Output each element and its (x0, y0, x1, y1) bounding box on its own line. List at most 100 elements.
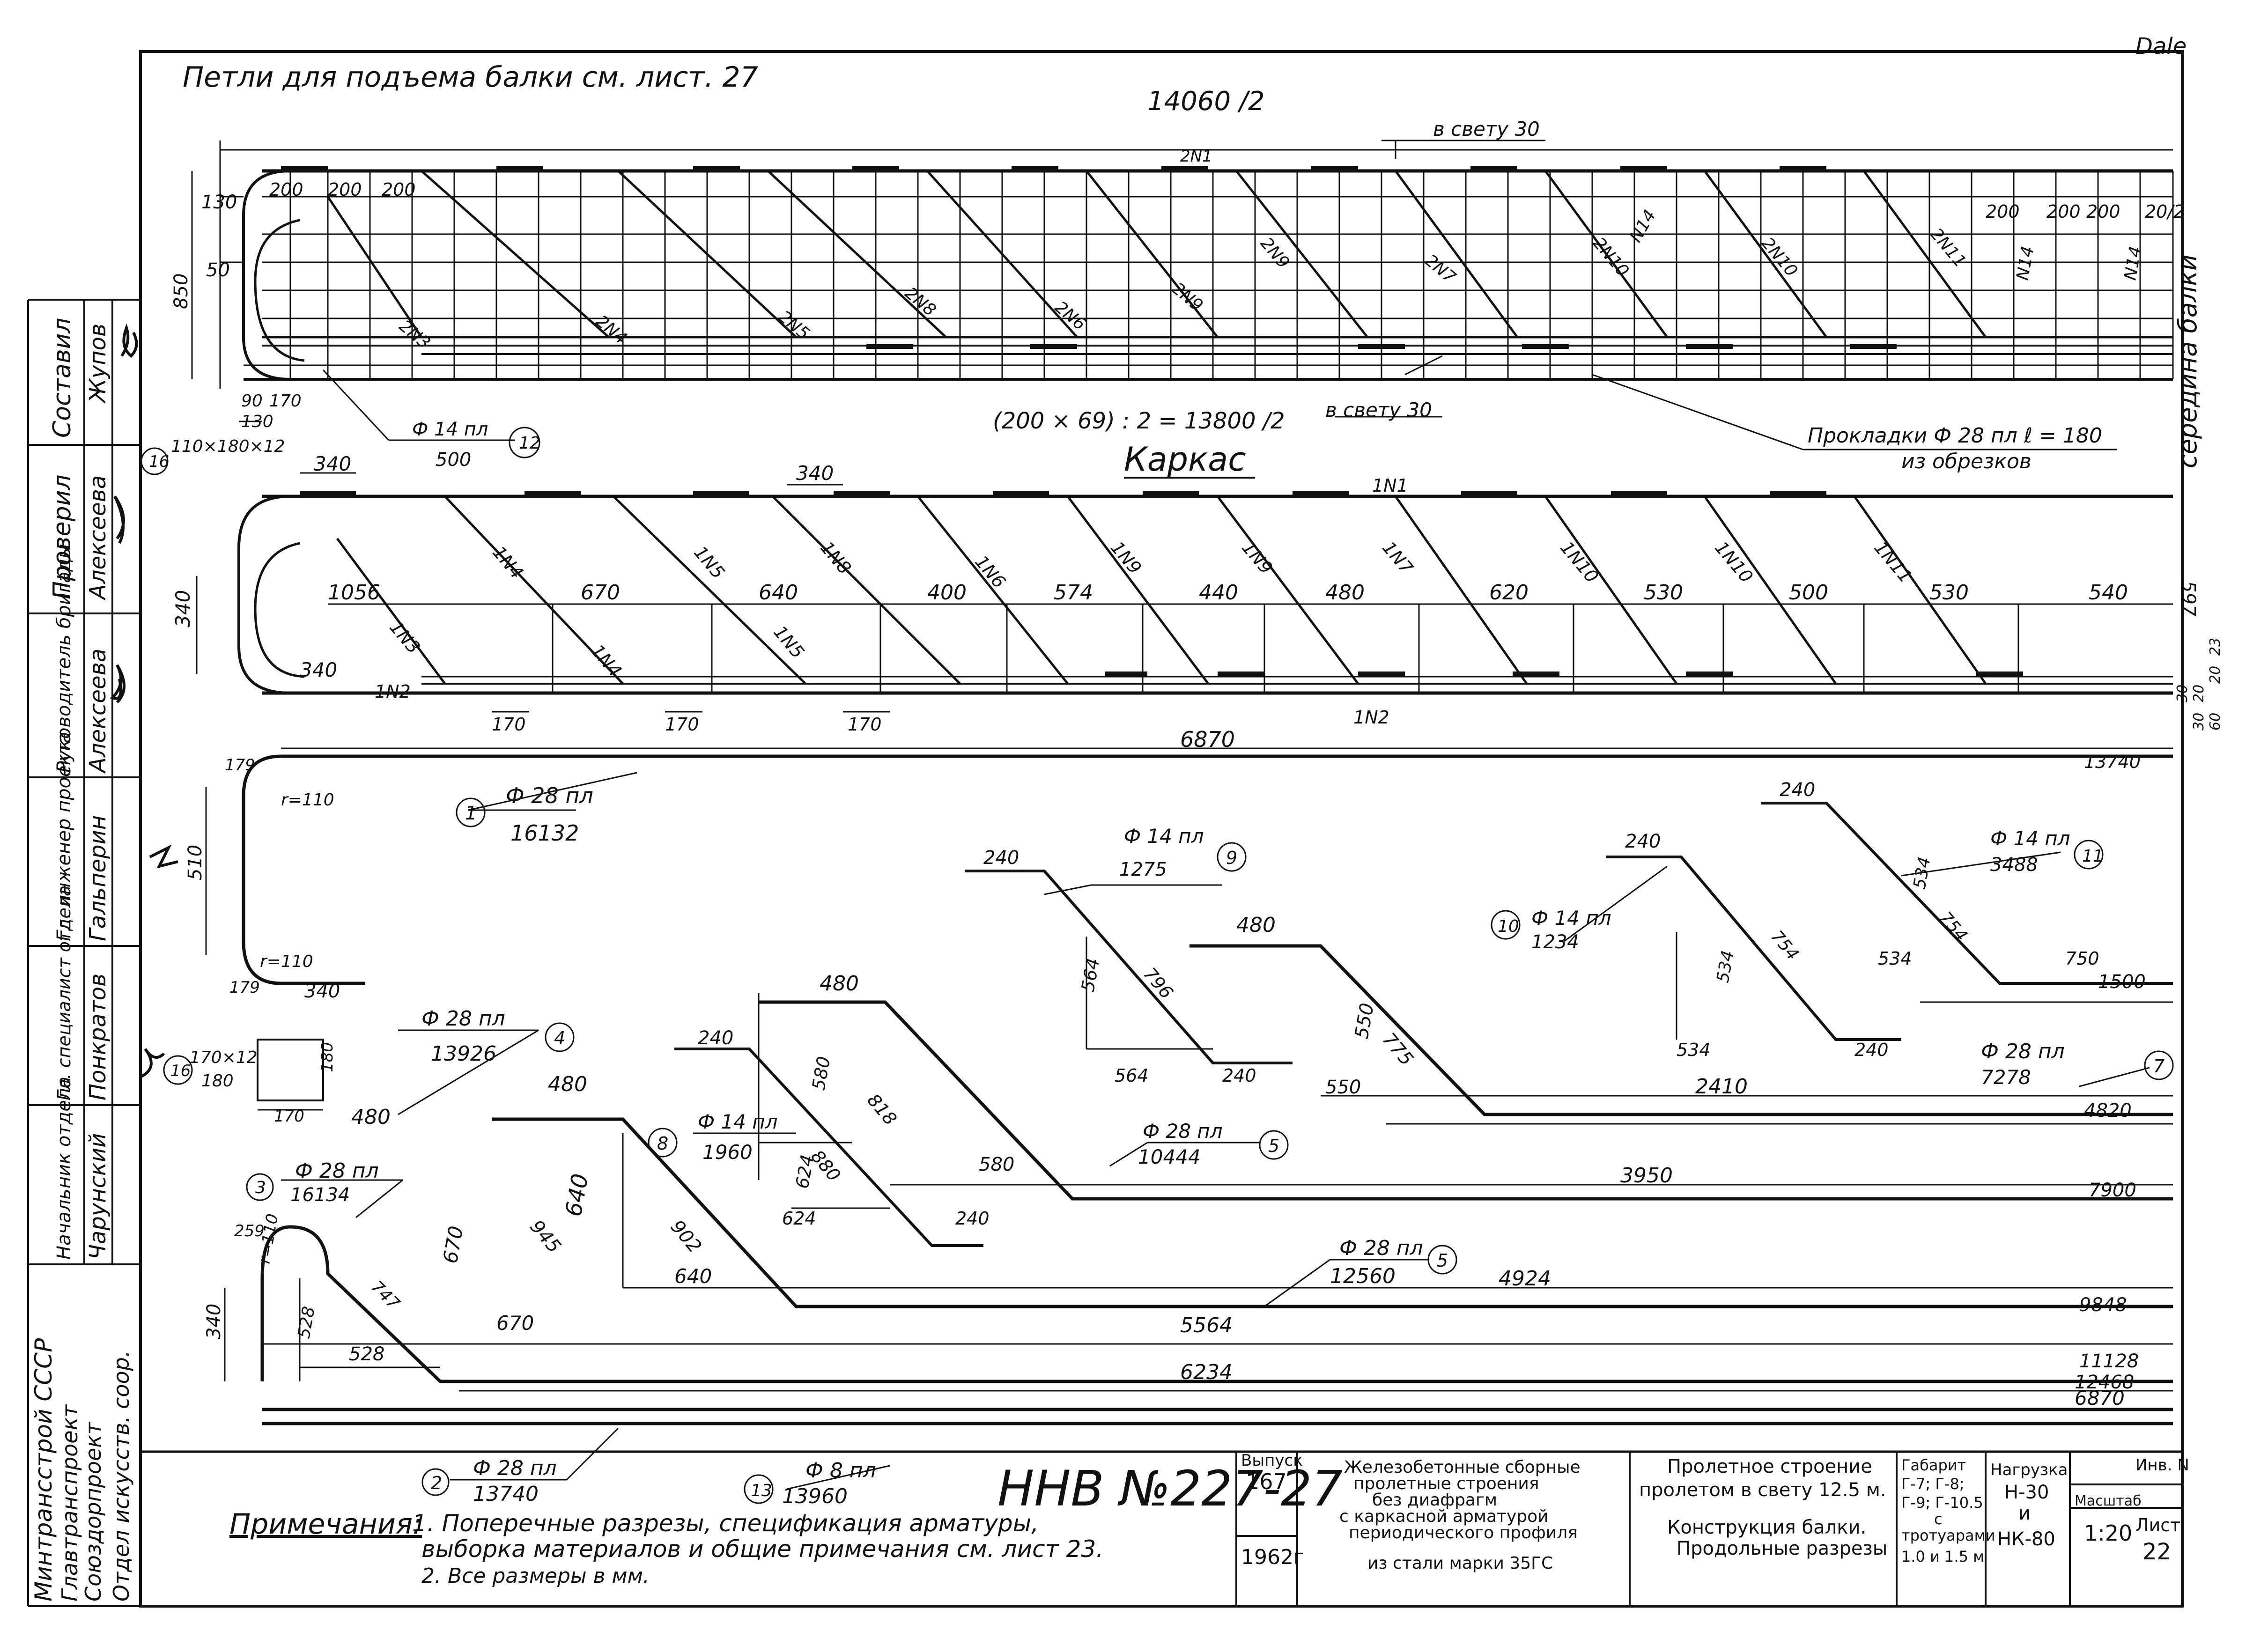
bar-length: 1275 (1119, 859, 1167, 880)
stamp-role: Проверил (48, 474, 76, 599)
bar-dim: 240 (1222, 1065, 1256, 1086)
stamp-name: Алексеева (85, 475, 111, 601)
bar-dim: 564 (1078, 956, 1104, 993)
hook-callout-spec: Ф 14 пл (412, 419, 488, 440)
bar-dim: 9848 (2079, 1294, 2127, 1316)
bar-num: 7 (2153, 1056, 2165, 1077)
bar-dim: 534 (1878, 948, 1912, 969)
bar-dim: 754 (1936, 908, 1971, 945)
bar-dim: 818 (863, 1090, 901, 1129)
stamp-org: Минтрансстрой СССР (30, 1338, 57, 1601)
bar-num: 5 (1268, 1136, 1279, 1156)
drawing-title-line: Пролетное строение (1667, 1456, 1872, 1477)
karkas-view (196, 472, 2173, 713)
bar-dim: 902 (666, 1216, 705, 1257)
spacing: 530 (1644, 581, 1683, 605)
bar-label: 2N7 (1421, 251, 1459, 287)
bar-dim: 13740 (2084, 752, 2141, 772)
plate-num: 16 (170, 1062, 191, 1080)
bar-dim: 6234 (1180, 1360, 1233, 1384)
sheet-number: 22 (2142, 1539, 2171, 1565)
note-1: 1. Поперечные разрезы, спецификация арма… (412, 1510, 1039, 1537)
bar-spec: Ф 14 пл (1531, 907, 1611, 930)
project-title-line: пролетные строения (1353, 1474, 1539, 1493)
bar-shape-labels: Ф 28 пл 16132 1 6870 510 r=110 r=110 179… (170, 727, 2165, 1508)
title-block-text: ННВ №227-27 Выпуск 167 1962г Железобетон… (997, 1451, 2189, 1573)
bar-spec: Ф 28 пл (506, 783, 593, 808)
bar-dim: 747 (367, 1277, 404, 1314)
sheet-label: Лист (2135, 1515, 2180, 1535)
spacing: 530 (1929, 581, 1969, 605)
right-dim: 30 (2174, 685, 2191, 702)
bar-dim: 670 (439, 1224, 468, 1265)
project-title-line: без диафрагм (1372, 1491, 1497, 1510)
bar-dim: 3950 (1620, 1164, 1673, 1188)
bar-dim: 2410 (1695, 1075, 1748, 1099)
bar-length: 13926 (431, 1042, 496, 1066)
stamp-name: Чарунский (85, 1133, 111, 1260)
bar-label: 2N9 (1168, 279, 1206, 315)
bar-num: 3 (255, 1178, 266, 1197)
issue-label: Выпуск (1241, 1451, 1303, 1470)
load-line: НК-80 (1997, 1528, 2055, 1550)
stamp-org: Отдел искусств. соор. (109, 1351, 134, 1601)
signature (149, 844, 178, 869)
karkas-view-labels: Каркас 1N1 1N2 340 1N2 340 1056 670 640 … (171, 440, 2224, 735)
bottom-dim: 170 (492, 714, 526, 735)
bar-num: 9 (1226, 848, 1237, 868)
bar-spec: Ф 14 пл (698, 1110, 778, 1133)
bar-dim: 564 (1115, 1065, 1149, 1086)
right-dim: 30 (2191, 713, 2207, 731)
bar-dim: r=110 (260, 952, 313, 971)
right-dim: 60 (2207, 713, 2224, 731)
clear-bottom: в свету 30 (1325, 399, 1432, 421)
bar-label: N14 (2120, 245, 2145, 282)
bar-dim: 5564 (1180, 1314, 1233, 1337)
diag-label: 1N3 (385, 617, 424, 658)
bar-dim: 340 (304, 981, 340, 1002)
pads-note-2: из обрезков (1901, 450, 2032, 473)
load-line: и (2018, 1503, 2031, 1524)
bar-dim: 750 (2065, 948, 2099, 969)
bar-length: 1960 (702, 1141, 753, 1164)
frame-pad-num: 16 (149, 452, 169, 471)
bar-spec: Ф 28 пл (1143, 1120, 1223, 1143)
height-dim-50: 50 (206, 259, 230, 281)
bar-label: N14 (1626, 207, 1660, 246)
bar-label: 2N9 (1256, 234, 1293, 272)
spacing-note: (200 × 69) : 2 = 13800 /2 (993, 408, 1285, 434)
scale-label: Масштаб (2075, 1493, 2142, 1509)
signature (110, 664, 126, 704)
bar-dim: 1500 (2098, 971, 2146, 993)
bar-dim: 12468 (2075, 1372, 2134, 1393)
bar-length: 3488 (1990, 854, 2038, 876)
stamp-name: Гальперин (85, 815, 111, 941)
stamp-name: Жупов (85, 324, 111, 404)
karkas-title: Каркас (1124, 440, 1246, 479)
stamp-role: Начальник отдела (53, 1077, 75, 1260)
bar-dim: 945 (525, 1216, 565, 1257)
bar-dim: 534 (1910, 856, 1934, 891)
plate-spec: 170×12 (190, 1048, 258, 1067)
spacing: 1056 (328, 581, 380, 605)
drawing-border (139, 50, 2184, 1608)
bar-dim: 240 (1854, 1040, 1889, 1060)
bar-shapes (163, 747, 2174, 1504)
bar-num: 11 (2082, 847, 2104, 866)
step-dim: 200 (269, 179, 303, 200)
plate-dim: 170 (274, 1107, 304, 1126)
step-dim: 130 (241, 412, 273, 431)
diag-label: 1N9 (1238, 538, 1277, 578)
gabarit-line: 1.0 и 1.5 м (1901, 1548, 1984, 1565)
height-dim-130: 130 (201, 192, 237, 213)
note-2: 2. Все размеры в мм. (421, 1564, 650, 1588)
bar-label: 2N1 (1180, 147, 1212, 166)
bar-length: 1234 (1531, 931, 1579, 953)
right-dim: 20 (2207, 666, 2224, 684)
side-stamp-text: Составил Жупов Проверил Алексеева Руково… (30, 317, 134, 1601)
right-dim: 23 (2207, 638, 2224, 656)
bar-dim: r=110 (255, 1212, 282, 1265)
hook-callout-len: 500 (436, 449, 471, 471)
bar-num: 8 (657, 1133, 668, 1154)
inv-label: Инв. N (2135, 1456, 2189, 1475)
